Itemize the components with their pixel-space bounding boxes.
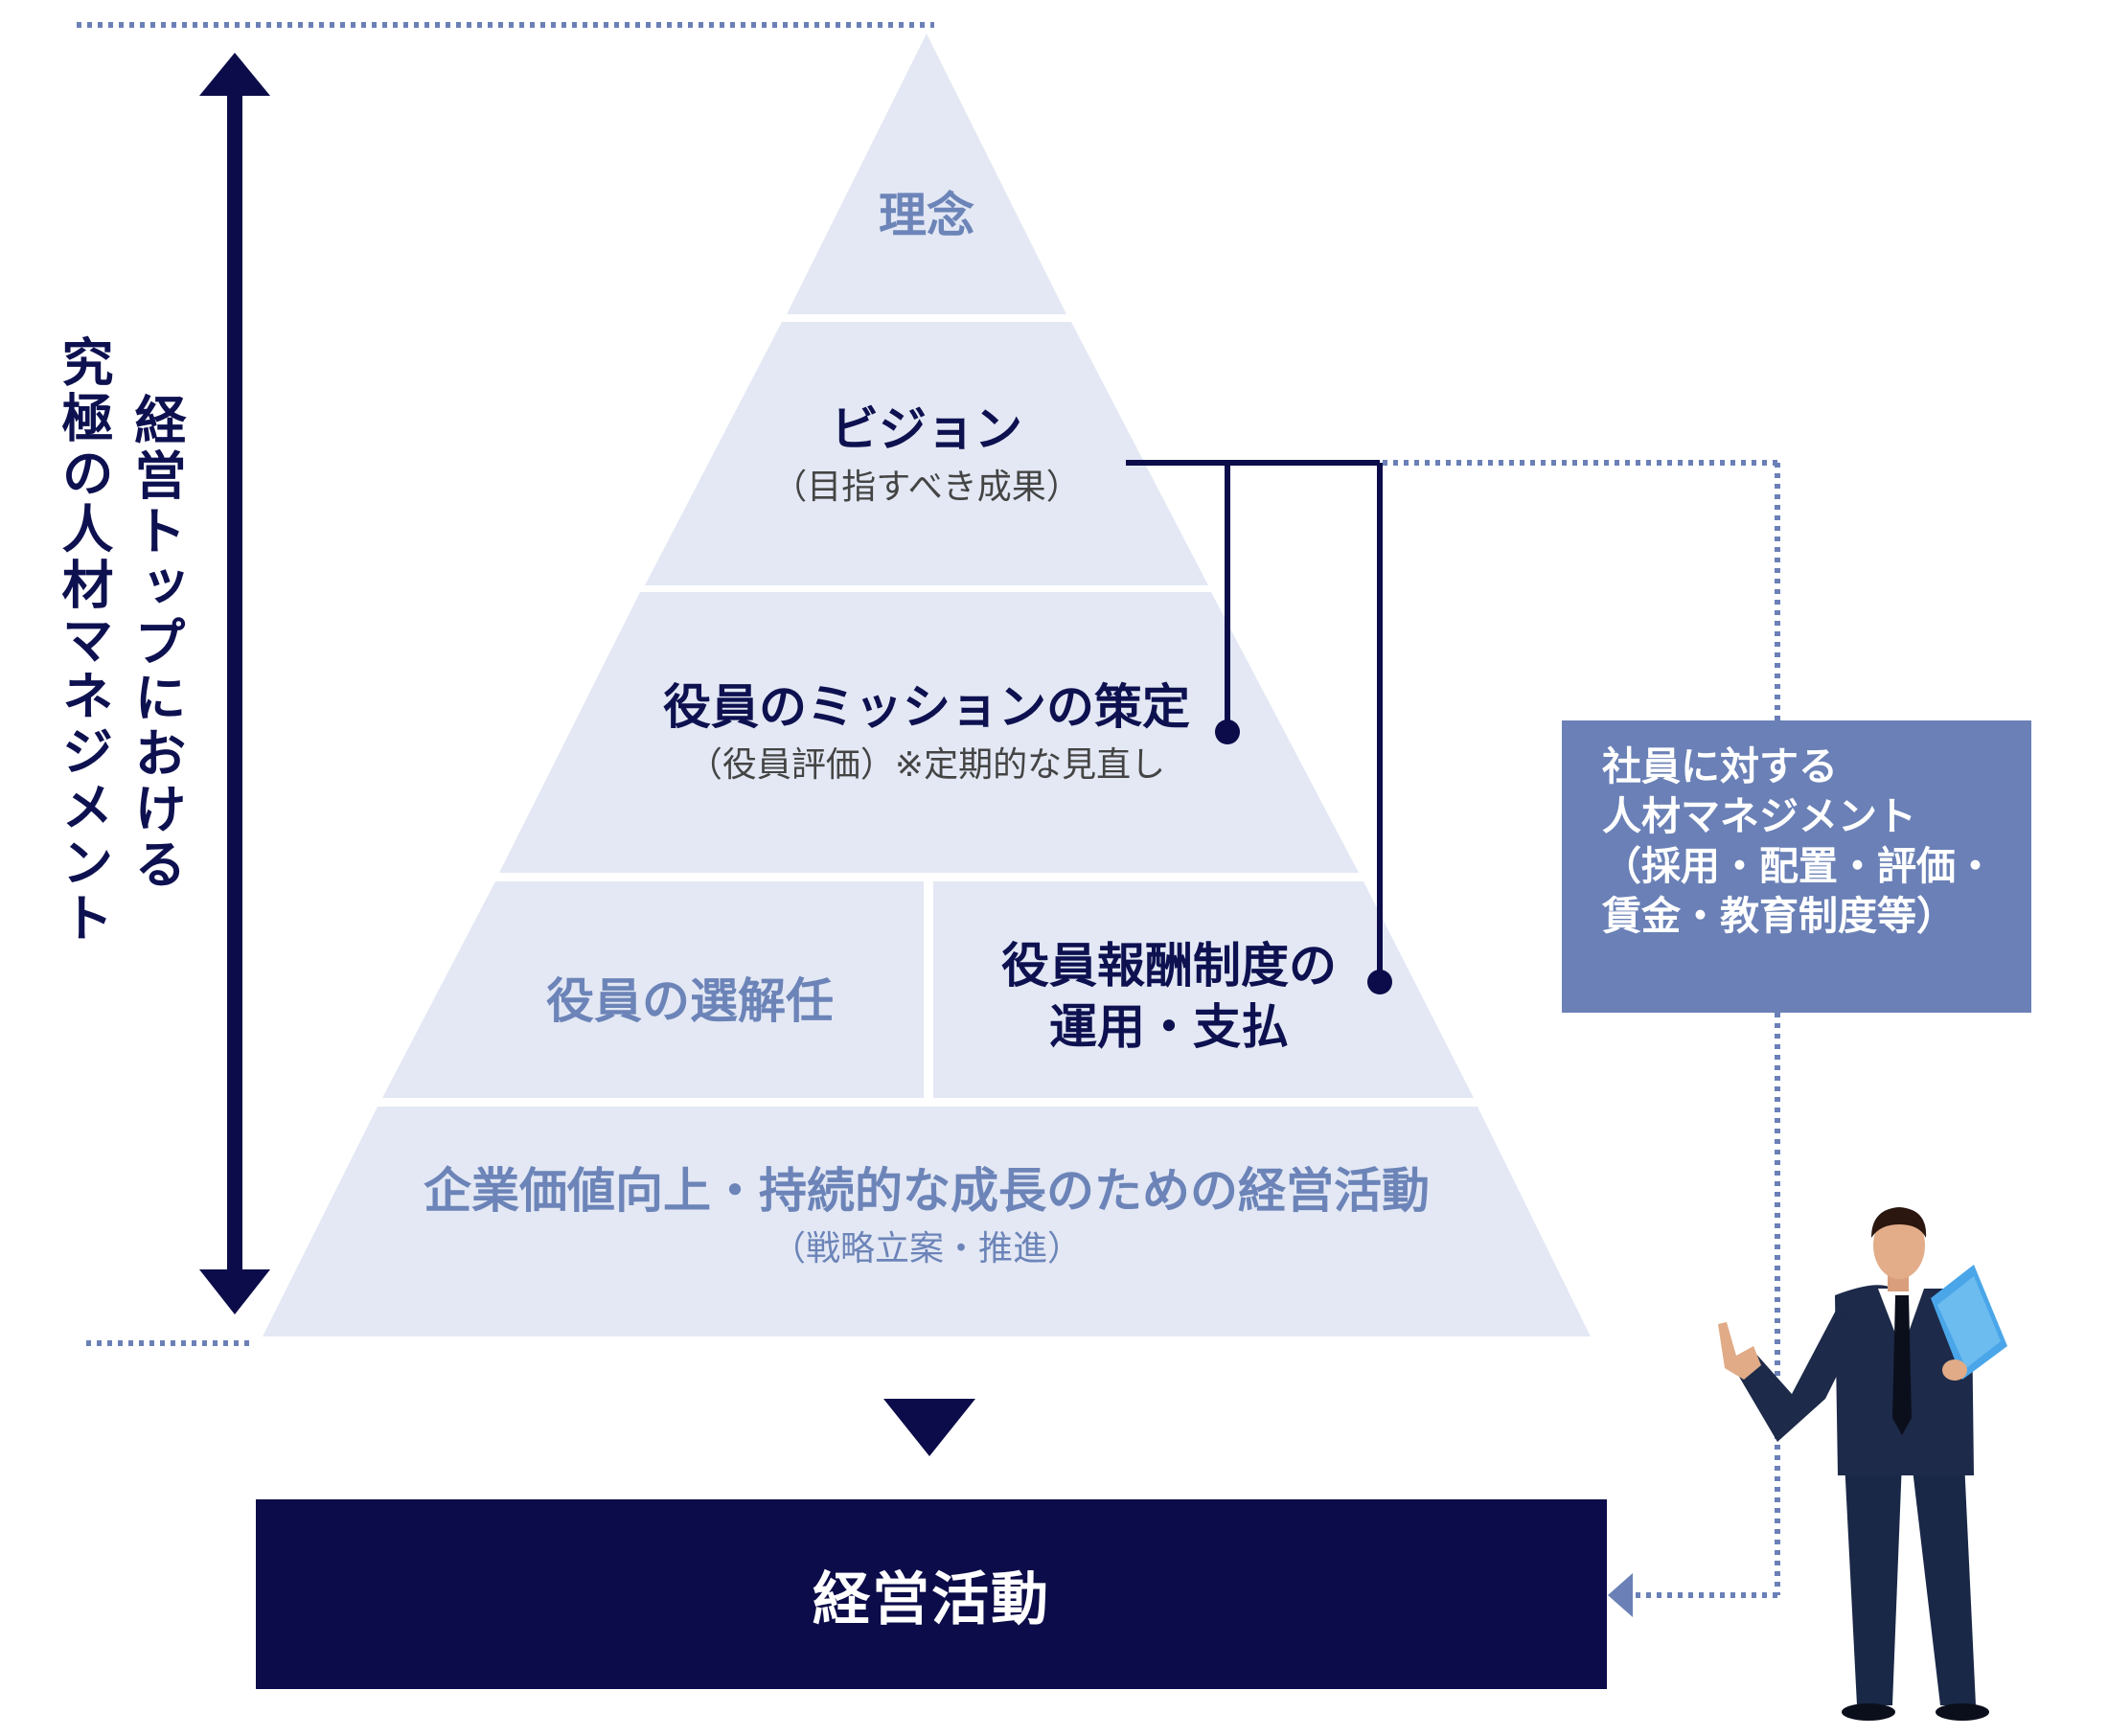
tier-rinen: 理念 <box>831 177 1022 254</box>
tier-base: 企業価値向上・持続的な成長のための経営活動 （戦略立案・推進） <box>352 1150 1501 1284</box>
tier-mission: 役員のミッションの策定 （役員評価）※定期的な見直し <box>620 666 1233 800</box>
side-box-line-2: 人材マネジメント <box>1602 793 1916 839</box>
tier-base-sub: （戦略立案・推進） <box>770 1228 1082 1268</box>
feedback-dotted-path <box>1383 460 1780 1598</box>
vertical-label-ultimate-hr: 究極の人材マネジメント <box>53 335 113 947</box>
side-box-line-4: 賃金・教育制度等） <box>1602 893 1956 939</box>
tier-selection-shape <box>382 881 924 1098</box>
vision-connector <box>1126 460 1392 994</box>
tier-mission-label: 役員のミッションの策定 <box>663 678 1190 735</box>
down-triangle-icon <box>883 1399 975 1456</box>
tier-selection-label: 役員の選解任 <box>546 973 834 1029</box>
tier-mission-shape <box>499 592 1359 873</box>
tier-mission-sub: （役員評価）※定期的な見直し <box>687 744 1166 785</box>
tier-base-label: 企業価値向上・持続的な成長のための経営活動 <box>424 1162 1430 1219</box>
businessman-with-document-icon <box>1718 1207 2007 1721</box>
side-box-line-1: 社員に対する <box>1602 743 1838 789</box>
double-headed-arrow-icon <box>199 53 270 1314</box>
tier-vision-shape <box>645 322 1208 585</box>
tier-rinen-label: 理念 <box>879 188 974 243</box>
tier-rinen-shape <box>787 34 1066 314</box>
tier-base-shape <box>263 1107 1591 1336</box>
side-box-line-3: （採用・配置・評価・ <box>1602 843 1995 889</box>
management-activity-label: 経営活動 <box>813 1565 1050 1633</box>
tier-selection: 役員の選解任 <box>498 958 882 1044</box>
tier-vision-label: ビジョン <box>831 400 1022 457</box>
feedback-arrowhead-icon <box>1608 1573 1633 1617</box>
management-activity-bar: 経営活動 <box>256 1499 1607 1689</box>
tier-compensation: 役員報酬制度の 運用・支払 <box>968 925 1370 1068</box>
tier-compensation-line1: 役員報酬制度の <box>1001 938 1337 994</box>
tier-vision-sub: （目指すべき成果） <box>772 467 1081 507</box>
employee-hr-management-box: 社員に対する 人材マネジメント （採用・配置・評価・ 賃金・教育制度等） <box>1562 720 2031 1013</box>
tier-compensation-line2: 運用・支払 <box>1049 999 1289 1055</box>
tier-vision: ビジョン （目指すべき成果） <box>735 388 1118 522</box>
vertical-label-management-top: 経営トップにおける <box>126 393 186 893</box>
tier-compensation-shape <box>933 881 1474 1098</box>
